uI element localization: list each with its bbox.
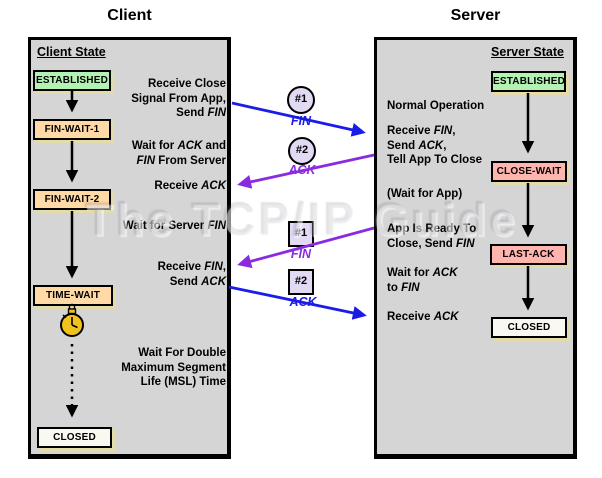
- message-3-fin-label: FIN: [290, 247, 312, 261]
- client-note-receive-ack: Receive ACK: [154, 180, 226, 192]
- message-2-badge: #2: [288, 137, 316, 165]
- message-1-badge: #1: [287, 86, 315, 114]
- client-state-established: ESTABLISHED: [33, 70, 111, 91]
- server-note-receive-ack: Receive ACK: [387, 311, 459, 323]
- server-state-established: ESTABLISHED: [491, 71, 566, 92]
- server-state-last-ack: LAST-ACK: [490, 244, 567, 265]
- client-note-receive-fin-send-ack: Receive FIN,Send ACK: [157, 261, 226, 288]
- server-state-closed: CLOSED: [491, 317, 567, 338]
- client-panel-header: Client State: [37, 45, 106, 59]
- server-title: Server: [450, 7, 501, 24]
- message-1-fin-label: FIN: [290, 114, 312, 128]
- client-state-closed: CLOSED: [37, 427, 112, 448]
- client-title: Client: [107, 7, 152, 24]
- message-3-badge: #1: [288, 221, 314, 247]
- message-4-ack-label: ACK: [289, 295, 317, 309]
- server-note-receive-fin: Receive FIN,Send ACK,Tell App To Close: [387, 125, 482, 166]
- server-note-wait-for-app: (Wait for App): [387, 188, 463, 200]
- client-state-fin-wait-2: FIN-WAIT-2: [33, 189, 111, 210]
- server-panel-header: Server State: [491, 45, 564, 59]
- client-note-wait-server-fin: Wait for Server FIN: [122, 220, 226, 232]
- message-4-badge: #2: [288, 269, 314, 295]
- server-note-normal-operation: Normal Operation: [387, 100, 485, 112]
- server-state-close-wait: CLOSE-WAIT: [491, 161, 567, 182]
- timer-icon: [60, 303, 84, 337]
- message-2-ack-label: ACK: [288, 163, 316, 177]
- client-state-fin-wait-1: FIN-WAIT-1: [33, 119, 111, 140]
- client-panel: [28, 37, 231, 459]
